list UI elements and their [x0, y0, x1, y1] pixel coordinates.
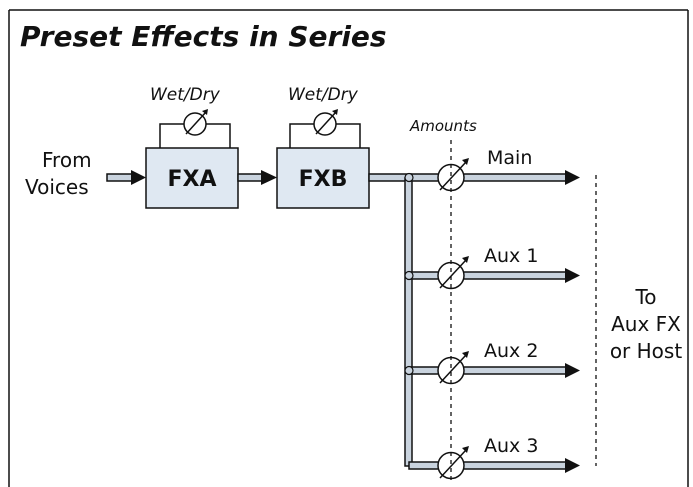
amounts-label: Amounts [409, 117, 477, 135]
aux3-amount-knob-icon [437, 446, 469, 480]
fxb-label: FXB [299, 167, 348, 192]
aux1-amount-knob-icon [437, 256, 469, 290]
input-label-line1: From [42, 148, 92, 172]
fxb-wetdry-label: Wet/Dry [288, 85, 359, 105]
input-label-line2: Voices [25, 175, 89, 199]
input-pipe [106, 173, 134, 182]
fxa-label: FXA [167, 167, 216, 192]
fxb-wetdry-knob-icon [313, 109, 338, 136]
main-amount-knob-icon [437, 158, 469, 192]
output-aux3-branch [408, 446, 580, 480]
bus-trunk-pipe [404, 177, 413, 467]
output-aux1-branch [404, 256, 580, 290]
fxa-wetdry-label: Wet/Dry [150, 85, 221, 105]
output-aux3-label: Aux 3 [484, 435, 538, 457]
input-arrowhead [131, 170, 146, 185]
fxa-wetdry-knob-icon [183, 109, 208, 136]
fxa-to-fxb-pipe [237, 173, 264, 182]
output-aux2-label: Aux 2 [484, 340, 538, 362]
fxa-box [145, 147, 239, 209]
diagram-title: Preset Effects in Series [20, 20, 387, 53]
aux2-amount-knob-icon [437, 351, 469, 385]
output-main-label: Main [487, 147, 532, 169]
output-aux1-label: Aux 1 [484, 245, 538, 267]
fxb-box [276, 147, 370, 209]
destination-line3: or Host [610, 339, 683, 363]
output-main-branch [404, 158, 580, 192]
destination-line1: To [634, 285, 656, 309]
fxa-to-fxb-arrowhead [261, 170, 277, 185]
output-aux2-branch [404, 351, 580, 385]
destination-line2: Aux FX [611, 312, 681, 336]
